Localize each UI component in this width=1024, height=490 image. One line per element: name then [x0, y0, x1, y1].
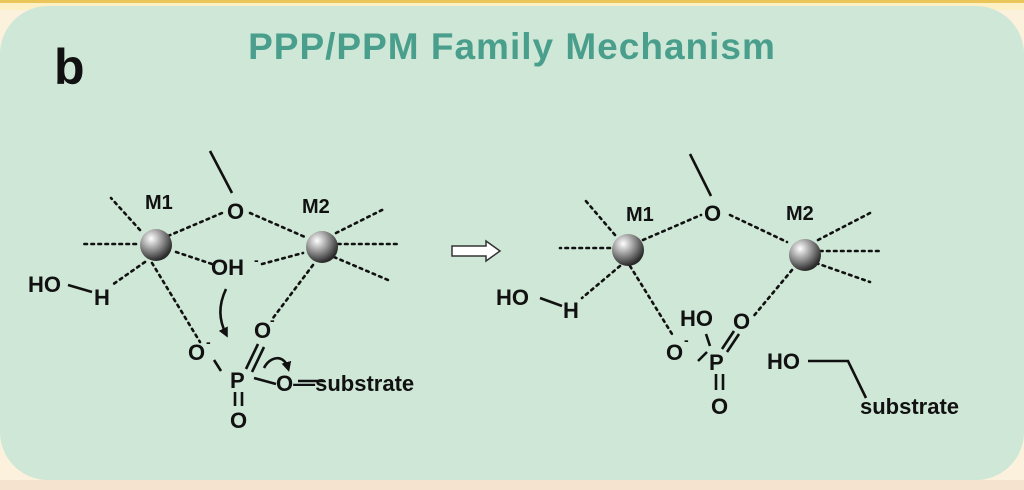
phosphate-ho-label: HO — [680, 306, 713, 331]
phosphate-o-left-charge: - — [206, 334, 211, 350]
p-o-bond-top-double — [725, 333, 741, 353]
phosphate-o-top: O — [254, 318, 271, 343]
bottom-strip — [0, 480, 1024, 490]
panel-title: PPP/PPM Family Mechanism — [248, 26, 776, 67]
metal-sphere-icon — [306, 231, 338, 263]
m1-label: M1 — [145, 192, 173, 214]
phosphorus-label: P — [230, 368, 245, 393]
phosphate-o-top-charge: - — [270, 312, 275, 328]
p-o-bond-top — [244, 343, 260, 370]
top-strip-line — [0, 0, 1024, 3]
nucleophilic-attack-arrow — [218, 288, 228, 338]
bond-cleavage-arrow — [262, 356, 292, 372]
right-structure: M1 M2 O HO H HO O O - P O HO substrate — [496, 153, 959, 419]
metal-sphere-icon — [140, 229, 172, 261]
water-oh-bond — [539, 296, 563, 308]
hydroxide-charge: - — [254, 252, 259, 268]
m2-ligand-1 — [816, 210, 874, 242]
m2-label: M2 — [786, 203, 814, 225]
m1-water-coord — [110, 260, 147, 287]
panel-letter: b — [54, 39, 85, 95]
water-label: HO — [496, 285, 529, 310]
phosphorus-label: P — [709, 350, 724, 375]
bridge-bond — [688, 153, 713, 197]
phosphate-o-bottom: O — [711, 394, 728, 419]
substrate-label: substrate — [860, 394, 959, 419]
left-structure: M1 M2 O OH - HO H O - O - P O O—substrat… — [28, 150, 414, 433]
top-strip — [0, 0, 1024, 10]
phosphate-o-top: O — [733, 309, 750, 334]
water-h-label: H — [563, 298, 579, 323]
m2-phosphate-coord — [271, 263, 315, 320]
m2-phosphate-coord — [750, 268, 794, 320]
p-o-bond-left — [212, 359, 223, 372]
m1-bridge-coord — [166, 211, 224, 238]
phosphate-o-left: O — [188, 340, 205, 365]
water-label: HO — [28, 272, 61, 297]
m2-bridge-coord — [248, 211, 307, 239]
p-o-bond-right — [253, 376, 277, 386]
m2-ligand-1 — [334, 206, 388, 235]
m1-phosphate-coord — [150, 261, 202, 344]
bridge-oxygen-label: O — [704, 201, 721, 226]
m2-label: M2 — [302, 196, 330, 218]
alcohol-ho-label: HO — [767, 349, 800, 374]
alcohol-bond — [808, 359, 868, 399]
substrate-label: O—substrate — [276, 371, 414, 396]
water-h-label: H — [94, 285, 110, 310]
m1-label: M1 — [626, 204, 654, 226]
m1-water-coord — [580, 264, 622, 300]
p-o-bond-left — [697, 351, 708, 362]
bridge-bond — [208, 150, 234, 194]
hydroxide-label: OH — [211, 255, 244, 280]
m1-ligand-1 — [109, 196, 142, 232]
water-oh-bond — [67, 283, 93, 294]
m2-ligand-3 — [332, 255, 390, 282]
m1-oh-coord — [174, 250, 214, 266]
m2-bridge-coord — [728, 213, 789, 244]
metal-sphere-icon — [789, 239, 821, 271]
p-oh-bond — [704, 333, 712, 347]
m2-ligand-3 — [814, 261, 872, 284]
m2-oh-coord — [260, 251, 305, 266]
bridge-oxygen-label: O — [227, 199, 244, 224]
phosphate-o-left: O — [666, 340, 683, 365]
phosphate-o-left-charge: - — [684, 332, 689, 348]
hollow-right-arrow-icon — [451, 239, 502, 263]
m1-ligand-1 — [583, 198, 617, 237]
p-o-bond-top — [720, 330, 736, 350]
m1-bridge-coord — [641, 213, 703, 242]
metal-sphere-icon — [612, 234, 644, 266]
m1-phosphate-coord — [628, 264, 674, 336]
p-o-bond-top-double — [250, 346, 266, 373]
phosphate-o-bottom: O — [230, 408, 247, 433]
